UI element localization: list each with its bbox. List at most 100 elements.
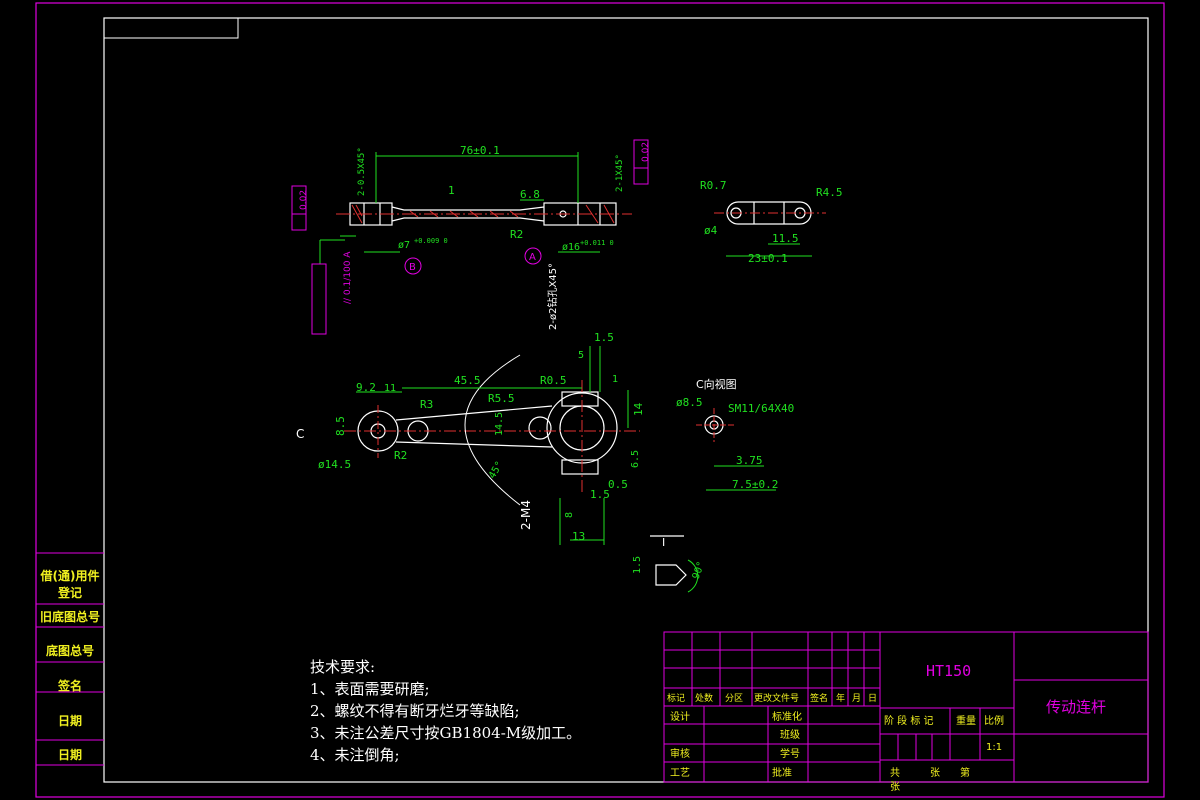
inner-frame (103, 17, 1149, 783)
note-2: 2、螺纹不得有断牙烂牙等缺陷; (310, 702, 520, 720)
dim-8: 8 (564, 512, 575, 518)
dim-23: 23±0.1 (748, 252, 788, 265)
note-1: 1、表面需要研磨; (310, 680, 430, 698)
part-name: 传动连杆 (1046, 698, 1106, 716)
dim-d4: ø4 (704, 224, 718, 237)
dim-1: 1 (448, 184, 455, 197)
dim-r3: R3 (420, 398, 433, 411)
side-label-old-drawing: 旧底图总号 (39, 610, 100, 624)
side-strip (36, 552, 104, 766)
dim-1-5-bottom: 1.5 (590, 488, 610, 501)
side-label-drawing-no: 底图总号 (45, 644, 94, 658)
dim-d7-tol: +0.009 0 (414, 237, 448, 245)
c-view: C向视图 ø8.5 SM11/64X40 3.75 7.5±0.2 (676, 377, 794, 491)
dim-11-5: 11.5 (772, 232, 799, 245)
dim-1-front: 1 (612, 374, 618, 385)
c-dim-7-5: 7.5±0.2 (732, 478, 778, 491)
svg-text:分区: 分区 (725, 693, 743, 704)
svg-text:共: 共 (890, 767, 900, 779)
material: HT150 (926, 662, 971, 680)
dim-6-5: 6.5 (630, 450, 641, 468)
dim-d14-5: ø14.5 (318, 458, 351, 471)
top-section-view: 76±0.1 6.8 1 R2 2-0.5X45° 2-1X45° 0.02 0… (291, 139, 651, 335)
corner-box (103, 17, 239, 39)
c-dim-d8-5: ø8.5 (676, 396, 703, 409)
tol-right: 0.02 (641, 142, 651, 162)
svg-text:更改文件号: 更改文件号 (754, 692, 799, 704)
svg-text:年: 年 (836, 692, 845, 704)
dim-14: 14 (632, 402, 645, 416)
side-label-signature: 签名 (57, 679, 82, 693)
dim-r45: R4.5 (816, 186, 843, 199)
outer-frame (35, 2, 1165, 798)
detail-view: I 1.5 90° (632, 535, 707, 593)
dim-length: 76±0.1 (460, 144, 500, 157)
svg-text:学号: 学号 (780, 747, 800, 760)
parallel-tol: // 0.1/100 A (343, 251, 353, 304)
scale-value: 1:1 (986, 742, 1002, 753)
c-dim-3-75: 3.75 (736, 454, 763, 467)
detail-label: I (662, 536, 665, 549)
side-label-register: 借(通)用件登记 (40, 569, 100, 600)
left-labels: 设计 审核 工艺 标准化 批准 班级 学号 阶 段 标 记 重量 比例 共 张 … (670, 710, 1004, 793)
dim-r2: R2 (510, 228, 523, 241)
svg-text:张: 张 (930, 767, 940, 779)
c-thread: SM11/64X40 (728, 402, 794, 415)
tol-left: 0.02 (299, 190, 309, 210)
c-view-title: C向视图 (696, 377, 737, 391)
svg-text:阶 段 标 记: 阶 段 标 记 (884, 714, 934, 727)
note-4: 4、未注倒角; (310, 746, 400, 764)
dim-6-8: 6.8 (520, 188, 540, 201)
dim-45-5: 45.5 (454, 374, 481, 387)
side-label-date-2: 日期 (57, 748, 82, 762)
hole-note: 2-ø2钻孔X45° (546, 263, 559, 330)
front-view: 9.2 11 45.5 R5.5 R0.5 R3 R2 8.5 ø14.5 14… (296, 263, 645, 545)
svg-text:标记: 标记 (667, 692, 685, 704)
dim-r55: R5.5 (488, 392, 515, 405)
dim-13: 13 (572, 530, 585, 543)
svg-text:比例: 比例 (984, 714, 1004, 727)
angle-45: 45° (487, 460, 506, 481)
header-row: 标记 处数 分区 更改文件号 签名 年 月 日 (667, 692, 877, 704)
svg-text:日: 日 (868, 693, 877, 704)
dim-r05: R0.5 (540, 374, 567, 387)
chamfer-right: 2-1X45° (615, 154, 625, 192)
datum-b: B (409, 262, 416, 273)
chamfer-left: 2-0.5X45° (357, 147, 367, 196)
technical-notes: 技术要求: 1、表面需要研磨; 2、螺纹不得有断牙烂牙等缺陷; 3、未注公差尺寸… (310, 656, 581, 766)
svg-text:处数: 处数 (695, 692, 713, 704)
view-c-mark: C (296, 427, 304, 441)
side-view: R0.7 R4.5 ø4 11.5 23±0.1 (700, 179, 843, 265)
dim-d7: ø7 (398, 240, 410, 251)
svg-text:重量: 重量 (956, 714, 976, 727)
dim-r07: R0.7 (700, 179, 727, 192)
dim-0-5: 0.5 (608, 478, 628, 491)
dim-r2-front: R2 (394, 449, 407, 462)
svg-text:张: 张 (890, 781, 900, 793)
svg-text:第: 第 (960, 766, 970, 779)
svg-text:月: 月 (852, 693, 861, 704)
svg-text:签名: 签名 (810, 692, 828, 704)
dim-9-2: 9.2 (356, 381, 376, 394)
svg-text:班级: 班级 (780, 729, 800, 741)
notes-title: 技术要求: (310, 658, 376, 676)
dim-14-5: 14.5 (494, 412, 505, 436)
svg-text:审核: 审核 (670, 747, 690, 760)
svg-text:标准化: 标准化 (772, 710, 802, 723)
thread-2-m4: 2-M4 (519, 500, 533, 530)
dim-11: 11 (384, 383, 396, 394)
side-label-date-1: 日期 (57, 714, 82, 728)
dim-5: 5 (578, 350, 584, 361)
dim-d16: ø16 (562, 242, 580, 253)
dim-8-5: 8.5 (334, 416, 347, 436)
note-3: 3、未注公差尺寸按GB1804-M级加工。 (310, 724, 582, 742)
svg-text:批准: 批准 (772, 766, 792, 779)
dim-d16-tol: +0.011 0 (580, 239, 614, 247)
detail-dim-1-5: 1.5 (632, 556, 643, 574)
datum-a: A (529, 252, 536, 263)
dim-1-5-top: 1.5 (594, 331, 614, 344)
title-block (663, 631, 1149, 783)
svg-text:设计: 设计 (670, 710, 690, 723)
svg-text:工艺: 工艺 (670, 767, 690, 779)
